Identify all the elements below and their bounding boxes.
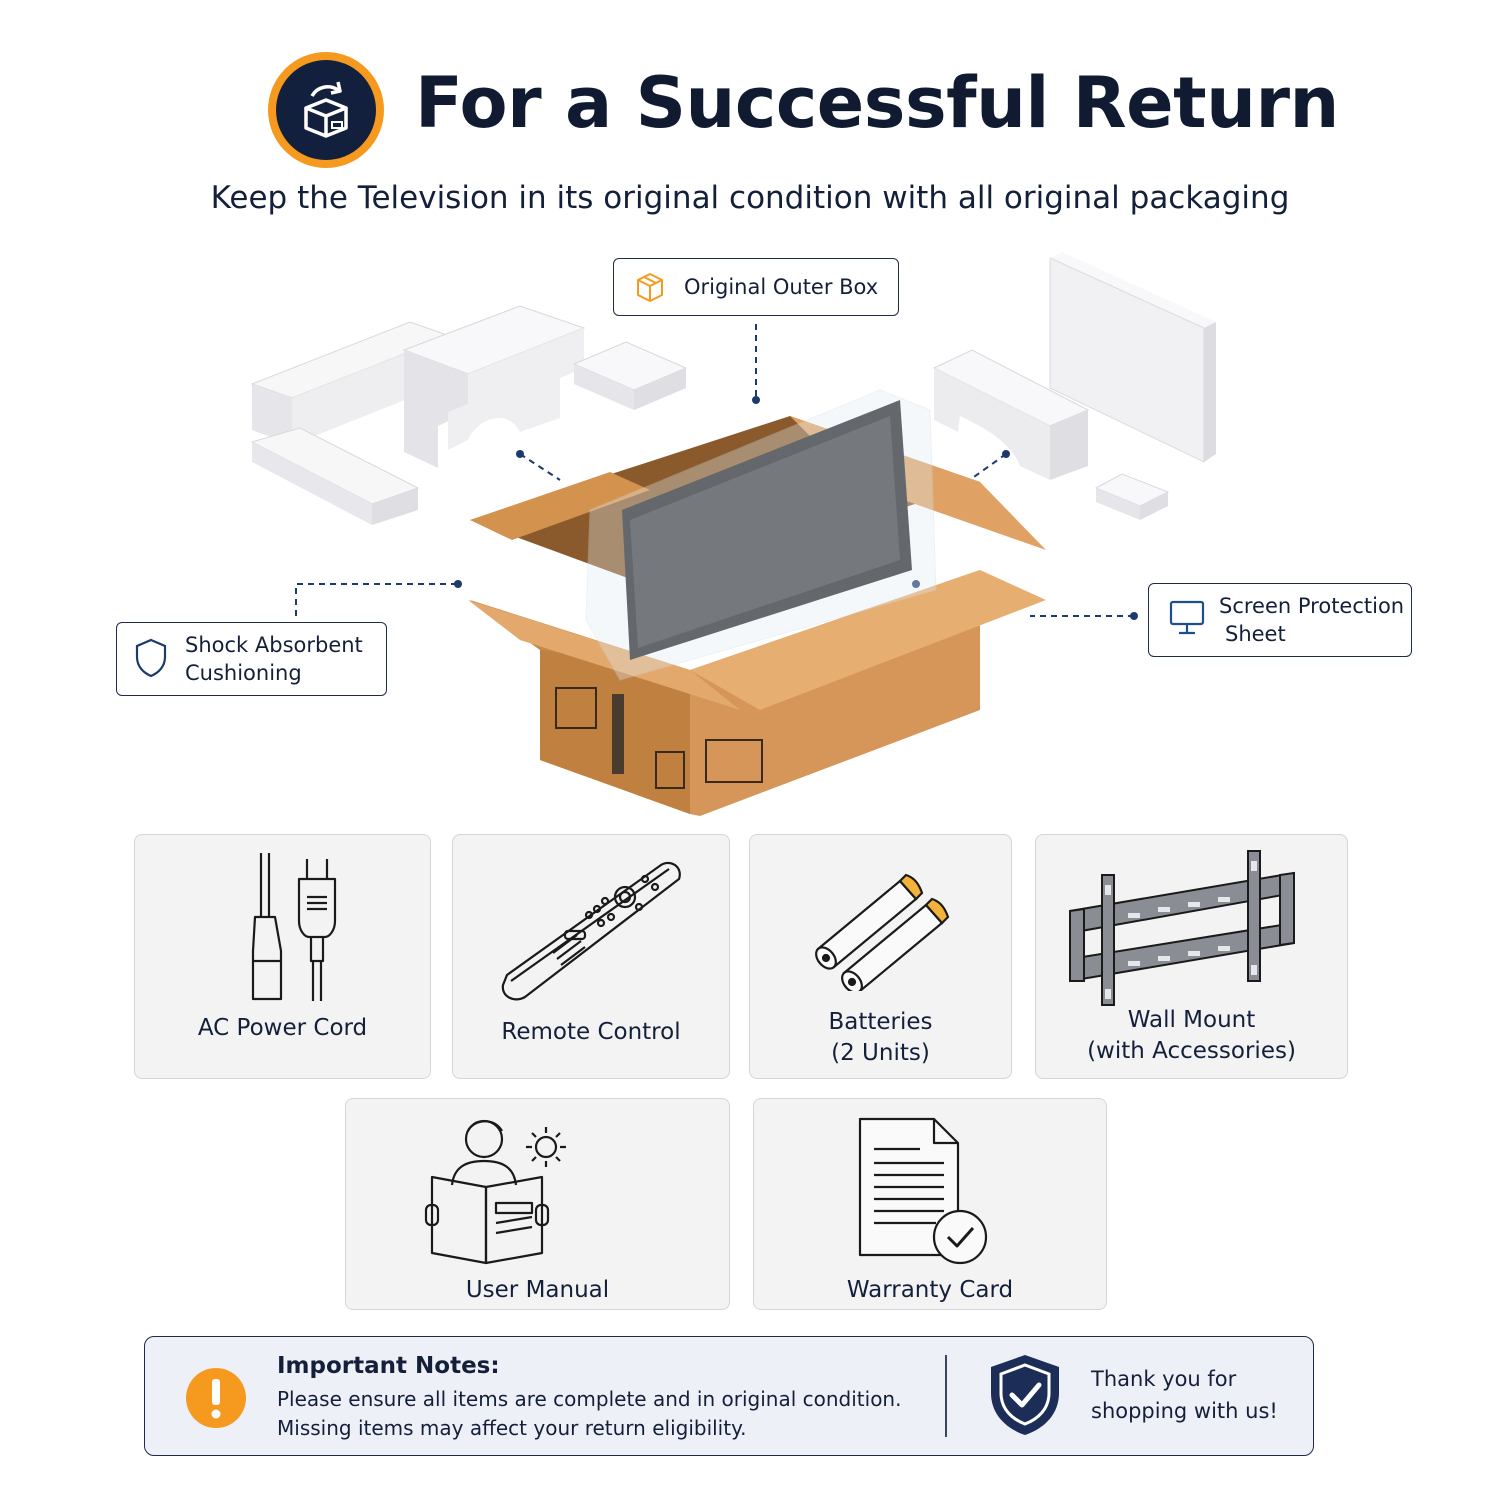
item-label: AC Power Cord [197, 1015, 368, 1041]
notes-line-2: Missing items may affect your return eli… [277, 1416, 747, 1440]
item-label: Remote Control [501, 1019, 681, 1045]
page-title: For a Successful Return [415, 62, 1339, 144]
item-card-batteries: Batteries (2 Units) [749, 834, 1012, 1079]
callout-screen-protection-sheet: Screen Protection Sheet [1148, 583, 1412, 657]
user-manual-icon [424, 1119, 566, 1265]
item-card-ac-power-cord: AC Power Cord [134, 834, 431, 1079]
item-label: Batteries [828, 1009, 933, 1035]
item-label: Warranty Card [846, 1277, 1014, 1303]
warranty-card-icon [858, 1117, 988, 1265]
thanks-line-2: shopping with us! [1091, 1399, 1278, 1423]
item-card-warranty-card: Warranty Card [753, 1098, 1107, 1310]
callout-label-line2: Cushioning [185, 661, 302, 685]
batteries-icon [815, 873, 950, 991]
foam-small-block-left [572, 341, 688, 410]
callout-label-line1: Screen Protection [1219, 594, 1405, 618]
foam-panel-right [1049, 252, 1216, 463]
item-label: Wall Mount [1127, 1007, 1256, 1033]
item-sublabel: (with Accessories) [1087, 1038, 1296, 1064]
callout-shock-absorbent-cushioning: Shock Absorbent Cushioning [116, 622, 387, 696]
exclamation-icon [186, 1368, 246, 1428]
item-card-remote-control: Remote Control [452, 834, 730, 1079]
foam-small-block-right [1094, 473, 1170, 520]
foam-corner-left [402, 305, 586, 468]
notes-line-1: Please ensure all items are complete and… [277, 1387, 902, 1411]
shield-icon [135, 638, 167, 678]
foam-block-left-bar [250, 427, 420, 525]
item-card-user-manual: User Manual [345, 1098, 730, 1310]
item-sublabel: (2 Units) [831, 1040, 930, 1066]
return-box-logo-icon [268, 52, 384, 168]
box-icon [637, 273, 663, 302]
callout-original-outer-box: Original Outer Box [613, 258, 899, 316]
page-subtitle: Keep the Television in its original cond… [210, 180, 1290, 216]
callout-label-line2: Sheet [1225, 622, 1286, 646]
callout-label-line1: Shock Absorbent [185, 633, 363, 657]
divider [945, 1355, 947, 1437]
power-cord-icon [251, 853, 337, 1001]
packaging-illustration [250, 252, 1216, 816]
shield-check-icon [991, 1355, 1059, 1435]
wall-mount-icon [1069, 850, 1295, 1006]
item-card-wall-mount: Wall Mount (with Accessories) [1035, 834, 1348, 1079]
thanks-line-1: Thank you for [1091, 1367, 1237, 1391]
callout-label: Original Outer Box [684, 275, 879, 299]
monitor-icon [1169, 600, 1205, 635]
item-label: User Manual [465, 1277, 610, 1303]
foam-corner-right [932, 349, 1090, 480]
notes-title: Important Notes: [277, 1353, 500, 1379]
important-notes-panel: Important Notes: Please ensure all items… [144, 1336, 1314, 1456]
remote-control-icon [501, 861, 681, 1001]
television-in-plastic [585, 389, 937, 681]
